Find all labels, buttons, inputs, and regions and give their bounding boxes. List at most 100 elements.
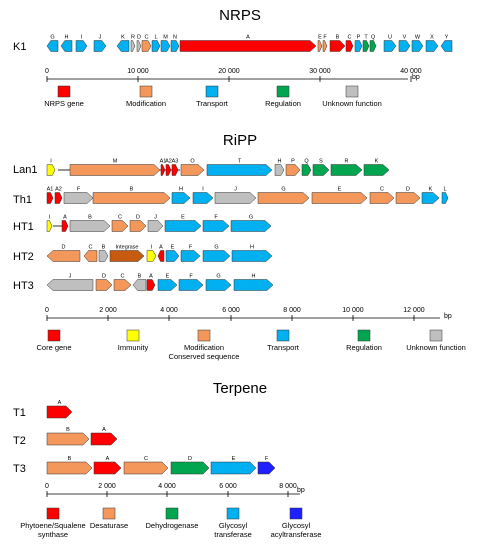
- legend-swatch-terpene-2: [165, 507, 179, 520]
- gene-lan1-6: [206, 164, 273, 176]
- row-label-k1: K1: [13, 41, 26, 53]
- gene-label-ht3-8: H: [252, 274, 256, 280]
- section-title-terpene: Terpene: [213, 380, 267, 397]
- gene-th1-7: [257, 192, 310, 204]
- gene-ht1-1: [61, 220, 69, 232]
- gene-label-t3-2: C: [144, 456, 148, 462]
- legend-swatch-nrps-4: [345, 85, 359, 98]
- row-label-ht1: HT1: [13, 221, 34, 233]
- gene-k1-6: [136, 40, 142, 52]
- terpene-axis-unit: bp: [297, 487, 305, 494]
- legend-label-terpene-3: Glycosyl: [219, 521, 248, 530]
- gene-label-ht1-4: D: [136, 215, 140, 221]
- tick-label-ripp-5: 10 000: [342, 307, 364, 314]
- gene-label-k1-1: H: [65, 35, 69, 41]
- ripp-axis-unit: bp: [444, 313, 452, 320]
- legend-label-nrps-1: Modification: [126, 99, 166, 108]
- gene-lan1-4: [171, 164, 179, 176]
- gene-label-t3-3: D: [188, 456, 192, 462]
- legend-swatch-ripp-5: [429, 329, 443, 342]
- gene-label-k1-15: C: [348, 35, 352, 41]
- legend-label-nrps-4: Unknown function: [322, 99, 382, 108]
- gene-ht1-6: [164, 220, 202, 232]
- gene-label-th1-9: C: [380, 187, 384, 193]
- gene-k1-20: [398, 40, 411, 52]
- tick-label-ripp-2: 4 000: [160, 307, 178, 314]
- gene-label-lan1-4: A3: [172, 159, 179, 165]
- gene-ht3-1: [95, 279, 113, 291]
- gene-k1-17: [362, 40, 370, 52]
- gene-label-lan1-10: S: [319, 159, 323, 165]
- tick-label-nrps-4: 40 000: [400, 68, 422, 75]
- gene-label-k1-16: P: [357, 35, 361, 41]
- gene-th1-9: [369, 192, 395, 204]
- gene-ht1-7: [202, 220, 230, 232]
- gene-ht1-2: [69, 220, 111, 232]
- gene-th1-0: [46, 192, 54, 204]
- section-title-nrps: NRPS: [219, 7, 261, 24]
- gene-ht2-6: [165, 250, 180, 262]
- gene-t3-0: [46, 461, 93, 475]
- legend-label-nrps-0: NRPS gene: [44, 99, 84, 108]
- gene-lan1-0: [46, 164, 56, 176]
- gene-ht1-8: [230, 220, 272, 232]
- gene-k1-0: [46, 40, 59, 52]
- legend-label-ripp-2: Modification: [184, 343, 224, 352]
- gene-label-ht3-3: B: [138, 274, 142, 280]
- gene-label-k1-9: M: [163, 35, 168, 41]
- gene-label-th1-4: H: [179, 187, 183, 193]
- gene-ht3-4: [146, 279, 156, 291]
- gene-ht3-7: [205, 279, 232, 291]
- gene-ht3-0: [46, 279, 94, 291]
- gene-k1-2: [75, 40, 88, 52]
- gene-label-k1-11: A: [246, 35, 250, 41]
- gene-k1-12: [317, 40, 323, 52]
- gene-th1-8: [311, 192, 368, 204]
- legend-label-terpene-2: Dehydrogenase: [146, 521, 199, 530]
- legend-label2-terpene-3: transferase: [214, 530, 252, 539]
- gene-k1-14: [329, 40, 346, 52]
- gene-label-lan1-5: O: [190, 159, 195, 165]
- legend-label-nrps-3: Regulation: [265, 99, 301, 108]
- gene-k1-1: [60, 40, 73, 52]
- legend-swatch-terpene-1: [102, 507, 116, 520]
- gene-k1-7: [141, 40, 152, 52]
- gene-ht2-2: [98, 250, 109, 262]
- gene-lan1-3: [165, 164, 172, 176]
- legend-swatch-terpene-3: [226, 507, 240, 520]
- gene-ht2-8: [202, 250, 231, 262]
- gene-ht3-3: [132, 279, 147, 291]
- section-title-ripp: RiPP: [223, 132, 257, 149]
- gene-k1-11: [179, 40, 317, 52]
- gene-ht3-6: [178, 279, 204, 291]
- tick-label-ripp-1: 2 000: [99, 307, 117, 314]
- legend-label-ripp-3: Transport: [267, 343, 300, 352]
- gene-label-ht3-2: C: [121, 274, 125, 280]
- gene-label-ht1-2: B: [88, 215, 92, 221]
- gene-label-k1-2: I: [81, 35, 83, 41]
- gene-label-th1-1: A2: [55, 187, 62, 193]
- gene-label-ht3-7: G: [216, 274, 220, 280]
- gene-label-lan1-11: R: [345, 159, 349, 165]
- gene-label-k1-6: D: [137, 35, 141, 41]
- tick-label-nrps-1: 10 000: [127, 68, 149, 75]
- row-label-ht3: HT3: [13, 280, 34, 292]
- gene-label-k1-8: L: [154, 35, 157, 41]
- gene-label-th1-8: E: [338, 187, 342, 193]
- gene-t2-1: [90, 432, 118, 446]
- row-label-t3: T3: [13, 463, 26, 475]
- gene-ht2-7: [180, 250, 201, 262]
- gene-k1-22: [425, 40, 439, 52]
- legend-label-ripp-5: Unknown function: [406, 343, 466, 352]
- gene-th1-5: [192, 192, 214, 204]
- gene-label-lan1-3: A2: [165, 159, 172, 165]
- gene-label-th1-5: I: [202, 187, 204, 193]
- gene-th1-4: [171, 192, 191, 204]
- gene-th1-11: [421, 192, 440, 204]
- gene-label-lan1-6: T: [238, 159, 242, 165]
- gene-label-ht2-2: B: [102, 245, 106, 251]
- gene-t2-0: [46, 432, 90, 446]
- gene-k1-18: [369, 40, 377, 52]
- legend-label-terpene-4: Glycosyl: [282, 521, 311, 530]
